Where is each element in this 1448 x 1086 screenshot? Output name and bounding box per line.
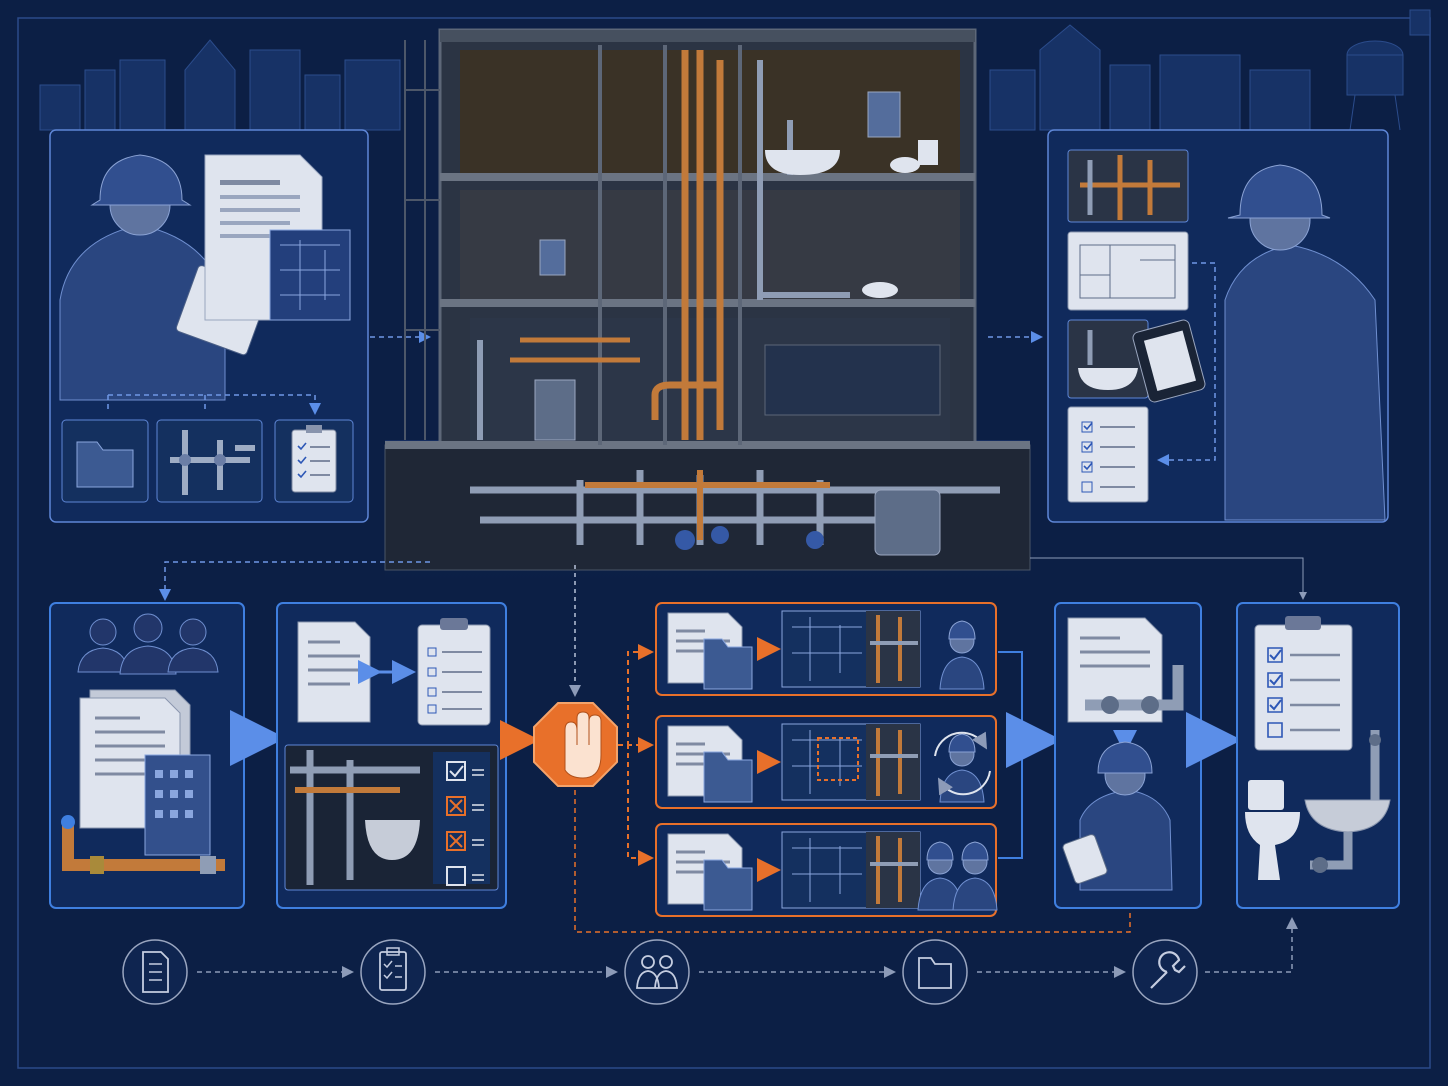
checklist-clipboard-icon (274, 419, 354, 503)
copper-pipe-icon (61, 815, 225, 874)
step-final-approval (1236, 602, 1400, 909)
building-cutaway-plumbing-icon (384, 28, 1031, 580)
timeline-to-final-arrow (1205, 917, 1298, 973)
pipe-photo-icon (1067, 149, 1189, 223)
team-icon (624, 939, 690, 1005)
inspection-loop-arrow (1157, 262, 1216, 466)
folder-icon (667, 612, 753, 690)
document-icon (297, 621, 371, 723)
schematic-icon (781, 723, 921, 801)
intake-panel (49, 129, 369, 523)
pipe-document-icon (1067, 617, 1184, 723)
skyline-left-icon (39, 39, 401, 131)
two-workers-icon (917, 841, 998, 911)
inspection-to-final-arrow (1030, 557, 1307, 600)
inspection-panel (1047, 129, 1389, 523)
schematic-icon (781, 831, 921, 909)
step-document-review (276, 602, 507, 909)
folder-icon (667, 833, 753, 911)
step-project-setup (49, 602, 245, 909)
floorplan-icon (1067, 231, 1189, 311)
clipboard-icon (360, 939, 426, 1005)
resolution-path-row (655, 715, 997, 809)
outer-frame (17, 17, 1431, 1069)
sink-photo-icon (1067, 319, 1149, 399)
wrench-icon (1132, 939, 1198, 1005)
toilet-icon (1245, 780, 1300, 880)
process-timeline (122, 917, 1298, 1005)
worker-with-tablet-icon (1132, 164, 1386, 521)
stop-hand-icon (533, 702, 618, 787)
worker-icon (939, 620, 985, 690)
stop-loop-arrow (574, 790, 1131, 933)
clipboard-icon (417, 618, 491, 726)
checklist-icon (1067, 406, 1149, 503)
photo-checklist-icon (284, 744, 499, 891)
sink-pipe-icon (1304, 730, 1391, 873)
rotate-worker-icon (934, 731, 991, 803)
folder-icon (61, 419, 149, 503)
final-checklist-icon (1254, 616, 1353, 751)
folder-icon (667, 725, 753, 803)
document-icon (122, 939, 188, 1005)
pipe-fitting-icon (156, 419, 263, 503)
resolution-path-row (655, 823, 998, 917)
worker-tablet-icon (1062, 741, 1173, 891)
building-to-intake-row-arrow (159, 561, 430, 601)
step-field-verification (1054, 602, 1202, 909)
skyline-right-icon (989, 9, 1431, 131)
stop-to-path-c-arrow (618, 744, 654, 866)
resolution-path-row (655, 602, 997, 696)
resolution-paths (655, 602, 998, 917)
folder-icon (902, 939, 968, 1005)
building-icon (144, 754, 211, 856)
team-icon (77, 613, 219, 675)
schematic-icon (781, 610, 921, 688)
blueprint-icon (269, 229, 351, 321)
